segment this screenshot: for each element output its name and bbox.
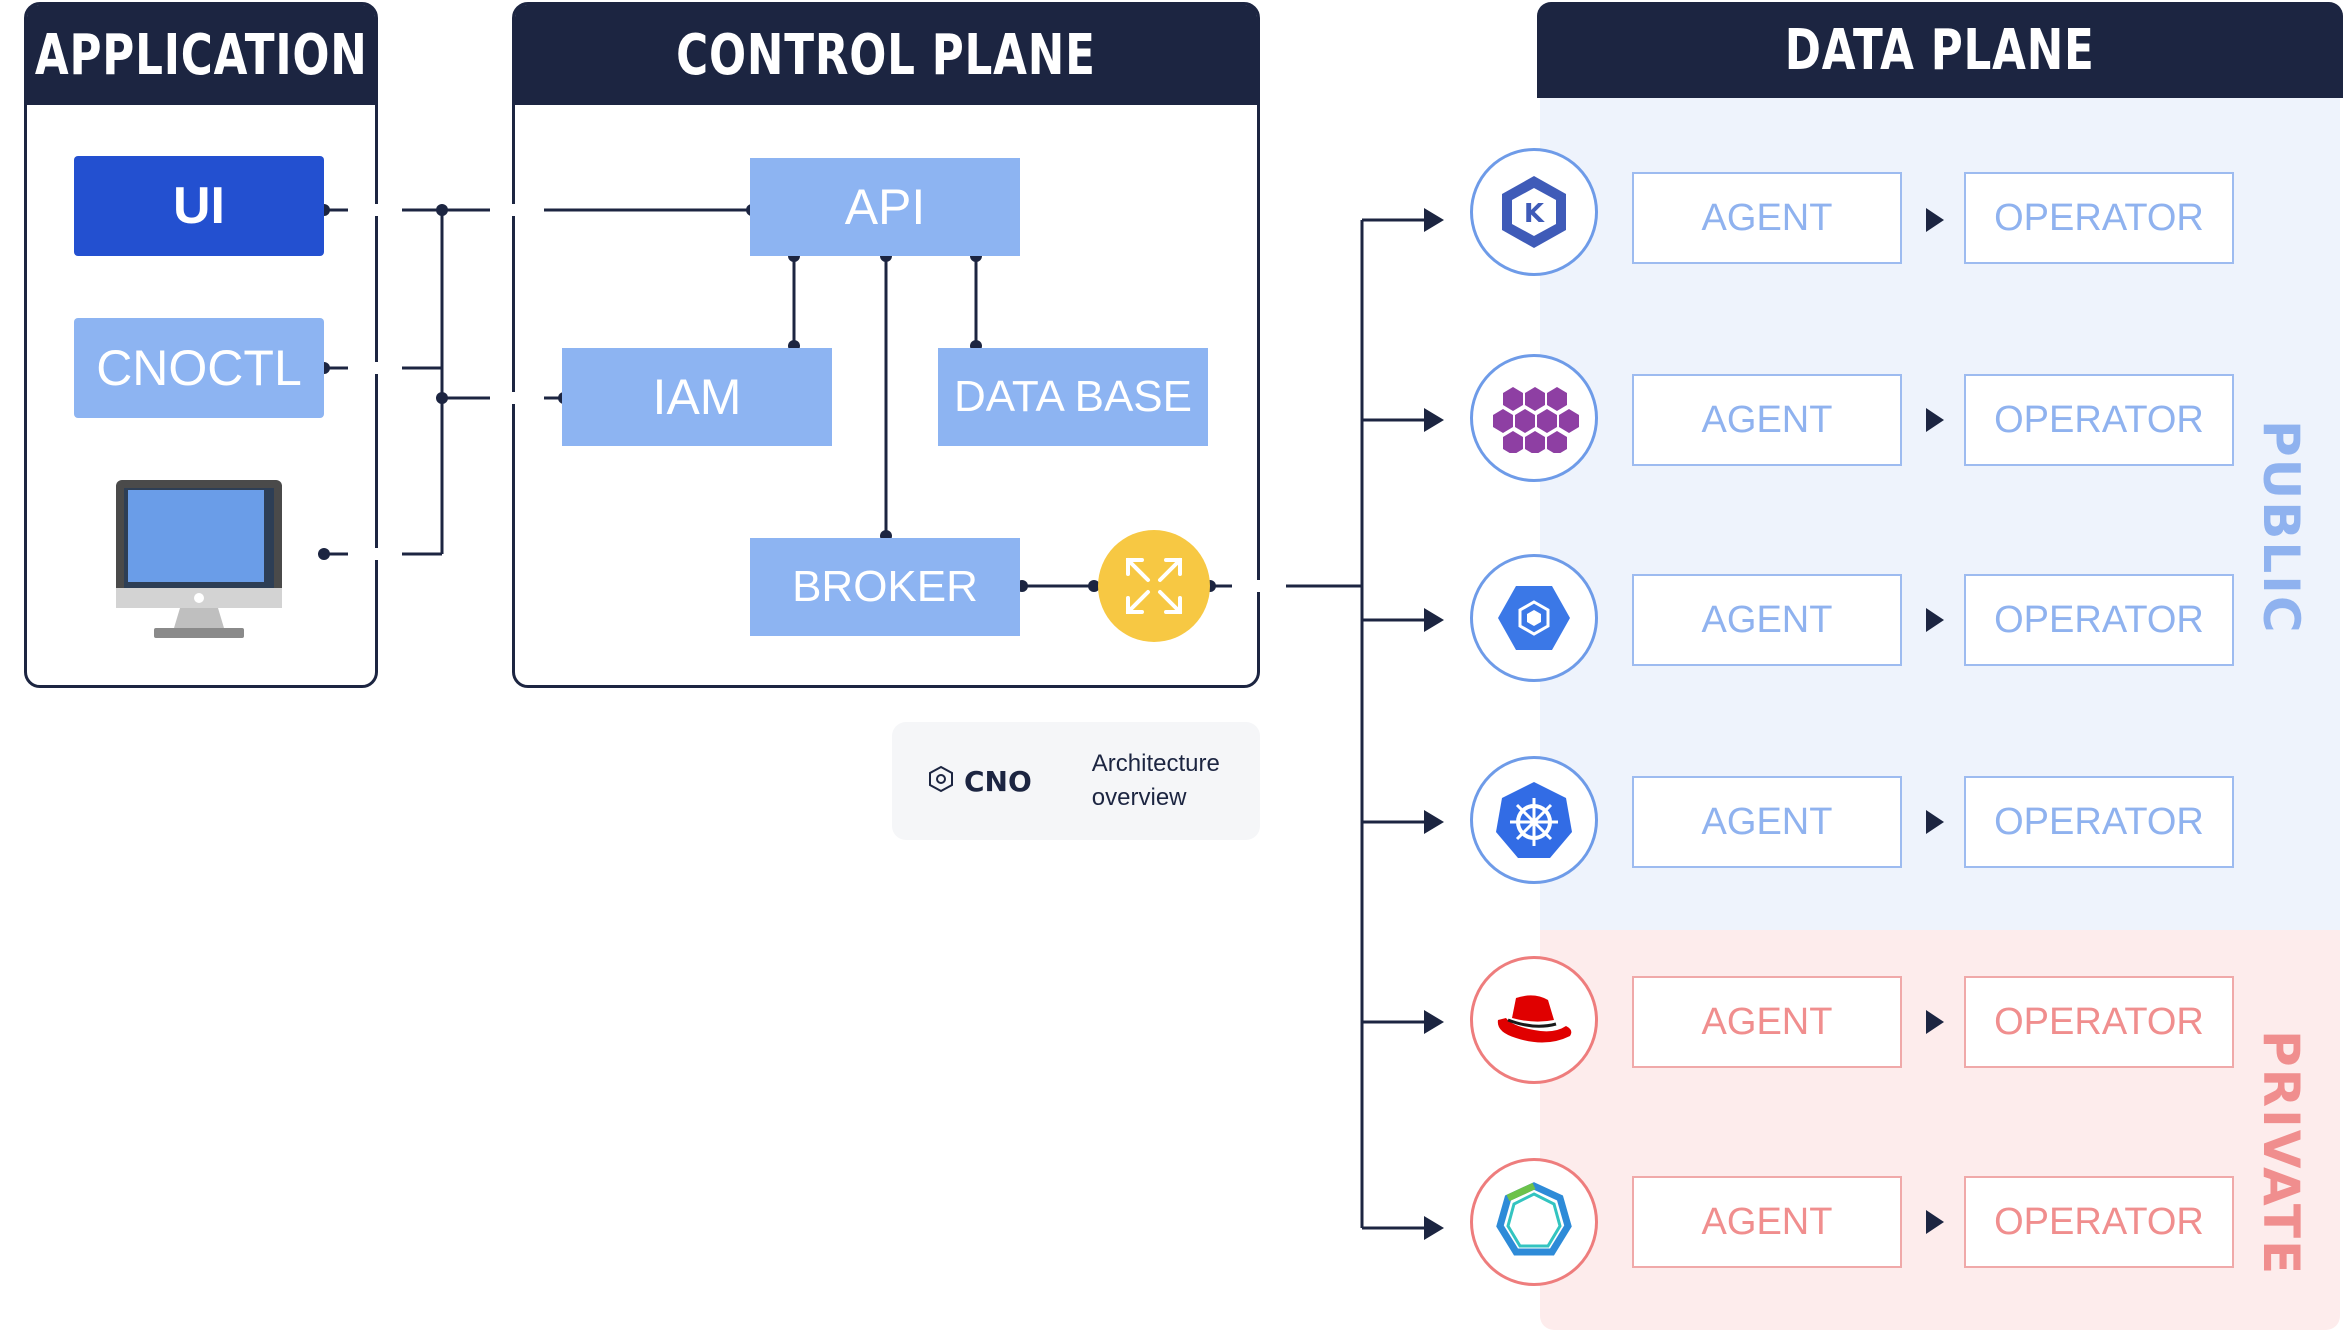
database-box: DATA BASE (938, 348, 1208, 446)
control-plane-title: CONTROL PLANE (676, 22, 1096, 88)
provider-circle-5 (1470, 956, 1598, 1084)
agent-box-1: AGENT (1632, 172, 1902, 264)
provider-circle-2 (1470, 354, 1598, 482)
cno-logo-icon (928, 765, 954, 798)
ring-heptagon-icon (1496, 1182, 1572, 1256)
legend-logo-text: CNO (964, 764, 1032, 798)
agent-box-6: AGENT (1632, 1176, 1902, 1268)
kubernetes-helm-icon (1496, 782, 1572, 858)
data-plane-header: DATA PLANE (1537, 2, 2343, 98)
legend-card: CNO Architecture overview (892, 722, 1260, 840)
application-header: APPLICATION (27, 5, 375, 105)
legend-caption-line1: Architecture (1091, 750, 1220, 777)
provider-circle-4 (1470, 756, 1598, 884)
expand-arrows-icon (1098, 530, 1210, 647)
operator-box-1: OPERATOR (1964, 172, 2234, 264)
control-plane-header: CONTROL PLANE (515, 5, 1257, 105)
provider-circle-1: K (1470, 148, 1598, 276)
provider-circle-6 (1470, 1158, 1598, 1286)
public-zone-label: PUBLIC (2252, 420, 2310, 635)
broker-box: BROKER (750, 538, 1020, 636)
agent-box-5: AGENT (1632, 976, 1902, 1068)
kubernetes-k-icon: K (1502, 176, 1566, 248)
redhat-hat-icon (1497, 995, 1572, 1043)
data-plane-title: DATA PLANE (1785, 17, 2095, 83)
legend-caption-line2: overview (1091, 784, 1187, 811)
gke-hexagon-icon (1498, 586, 1570, 650)
desktop-computer-icon (114, 478, 284, 645)
hexagon-cluster-icon (1493, 387, 1579, 453)
iam-box: IAM (562, 348, 832, 446)
operator-box-6: OPERATOR (1964, 1176, 2234, 1268)
application-title: APPLICATION (34, 22, 368, 88)
svg-text:K: K (1524, 199, 1545, 229)
ui-button[interactable]: UI (74, 156, 324, 256)
private-zone-label: PRIVATE (2252, 1030, 2310, 1277)
legend-caption: Architecture overview (1092, 747, 1220, 815)
operator-box-5: OPERATOR (1964, 976, 2234, 1068)
agent-box-4: AGENT (1632, 776, 1902, 868)
operator-box-4: OPERATOR (1964, 776, 2234, 868)
api-box: API (750, 158, 1020, 256)
operator-box-2: OPERATOR (1964, 374, 2234, 466)
operator-box-3: OPERATOR (1964, 574, 2234, 666)
cnoctl-button[interactable]: CNOCTL (74, 318, 324, 418)
agent-box-2: AGENT (1632, 374, 1902, 466)
provider-circle-3 (1470, 554, 1598, 682)
agent-box-3: AGENT (1632, 574, 1902, 666)
